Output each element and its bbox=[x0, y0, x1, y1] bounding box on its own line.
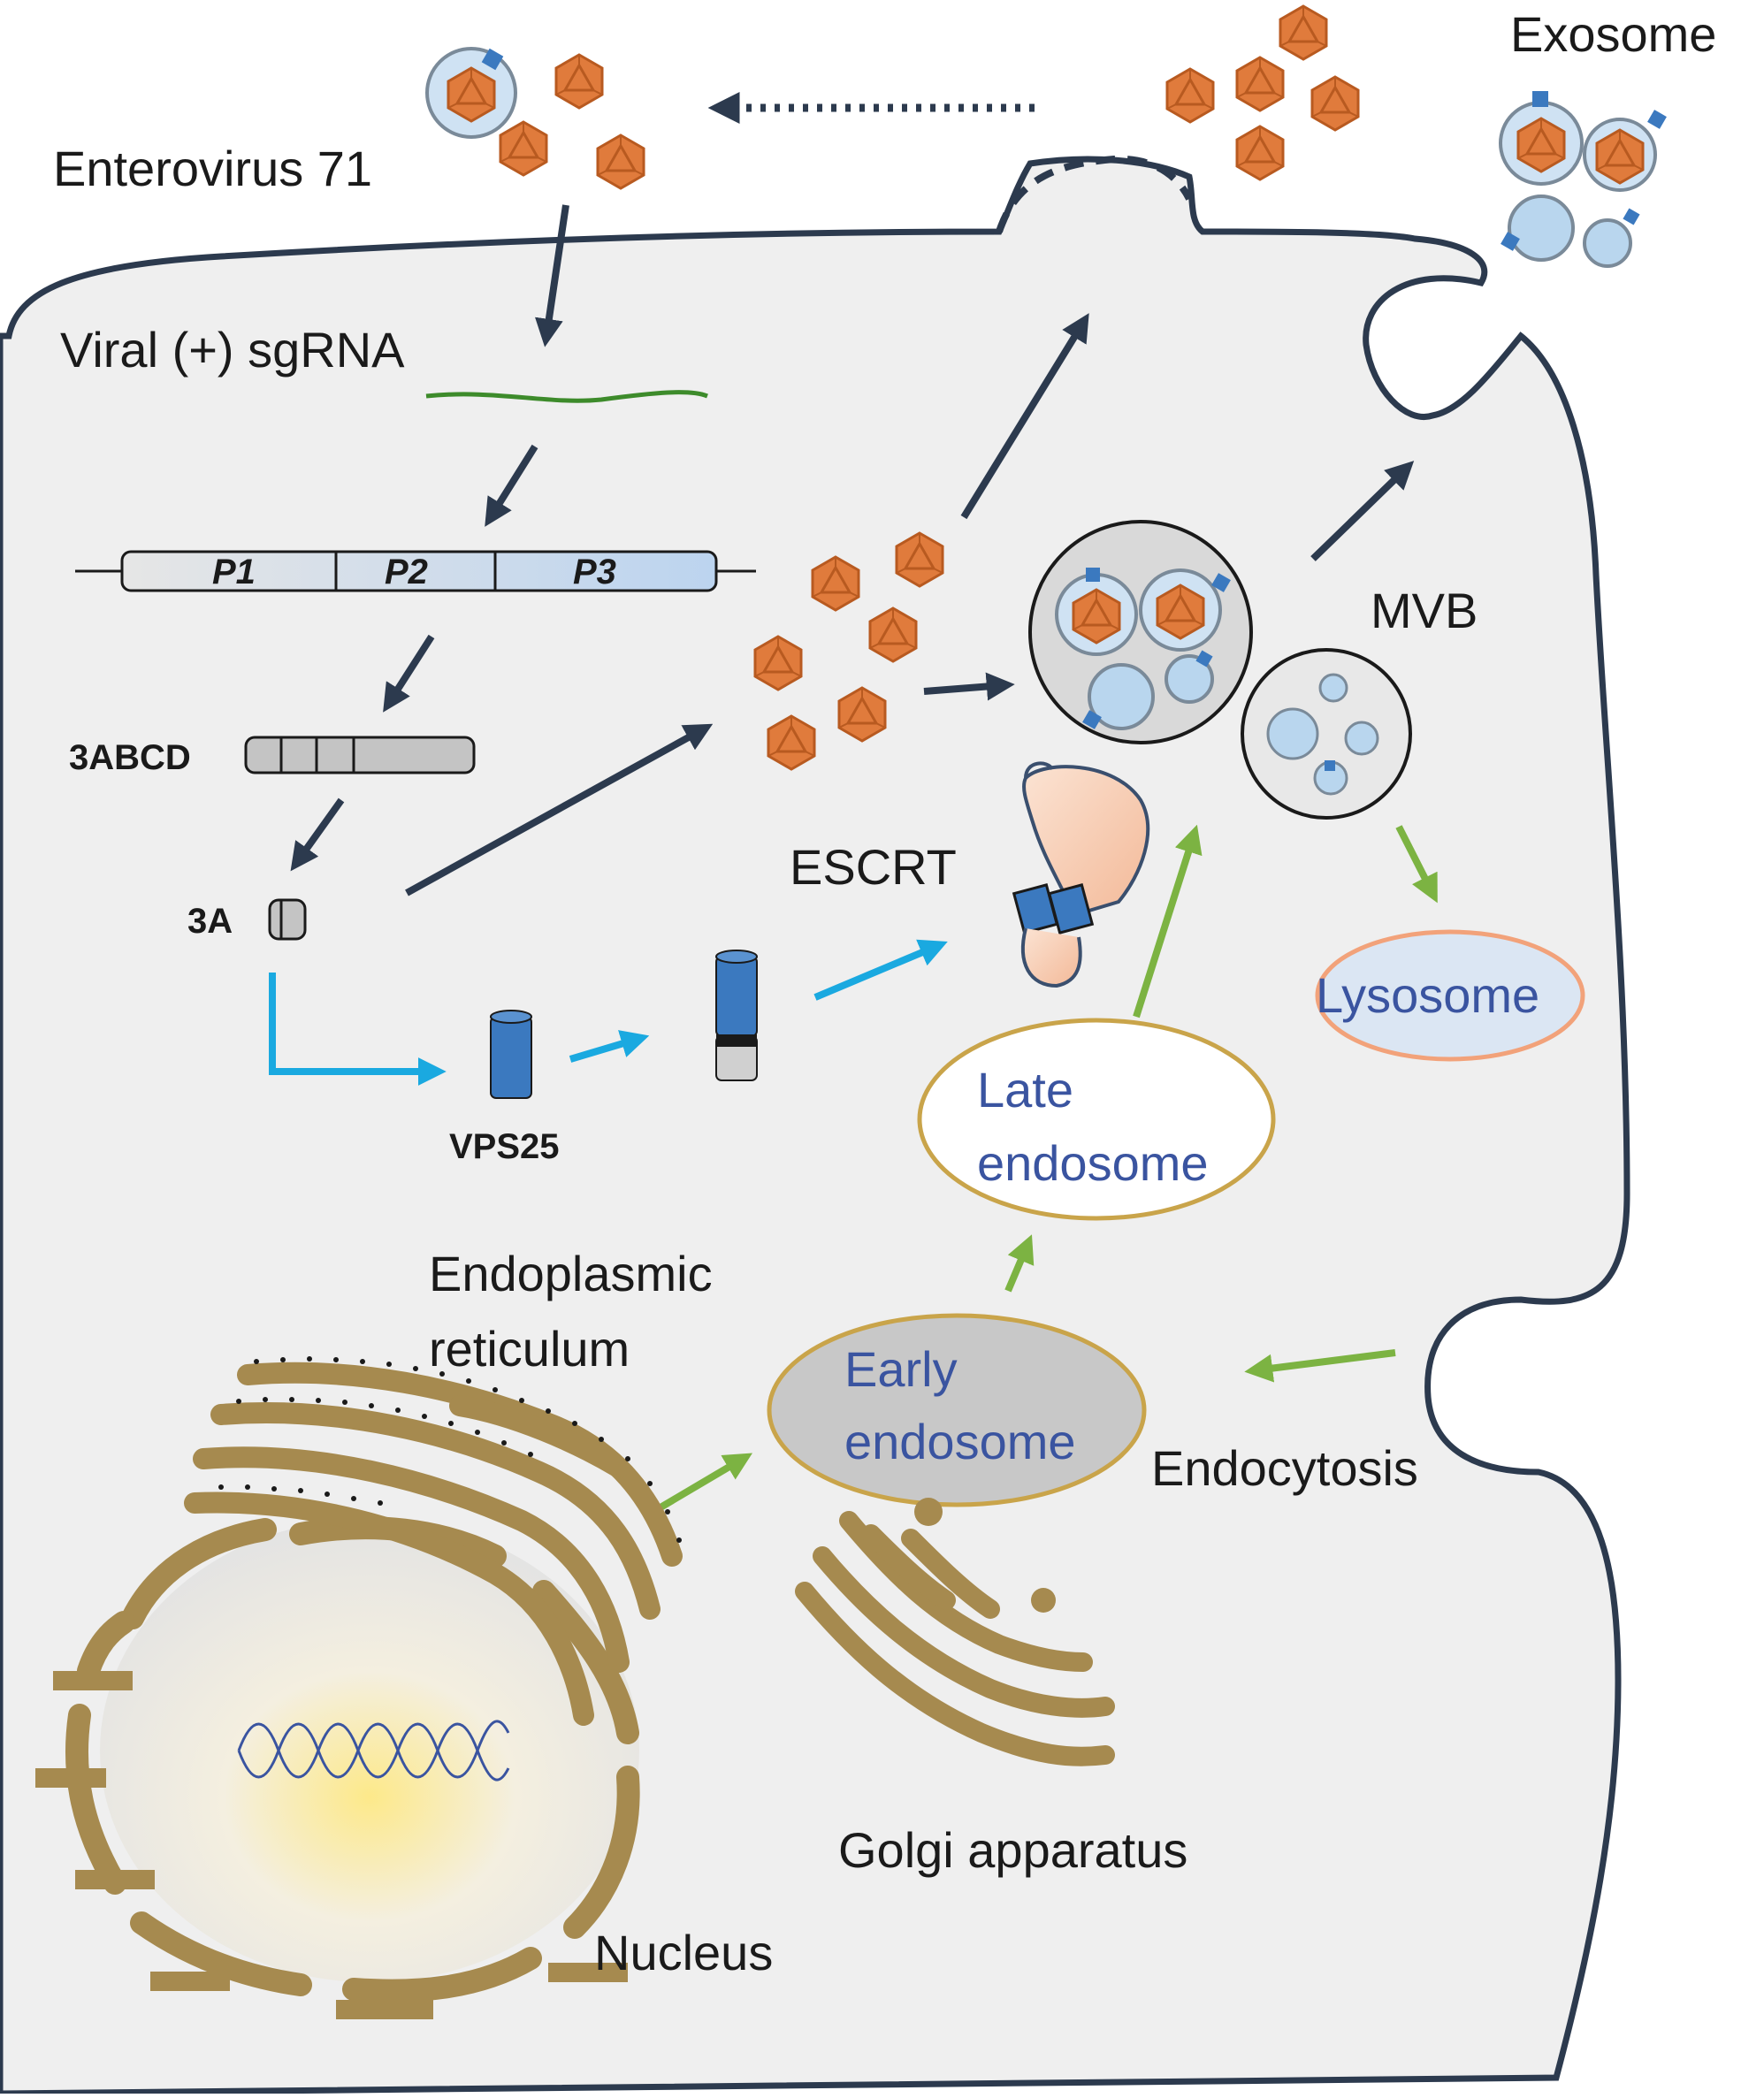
virion-icon bbox=[895, 531, 944, 588]
virion-icon bbox=[868, 607, 918, 663]
virion-icon bbox=[1310, 75, 1360, 132]
virion-icon bbox=[596, 134, 645, 190]
endoplasmic-reticulum bbox=[184, 1362, 683, 1726]
viral-rna-label: Viral (+) sgRNA bbox=[60, 322, 405, 378]
virion-icon bbox=[1165, 67, 1215, 124]
exocytosis-arrow bbox=[1310, 461, 1415, 561]
escrt-label: ESCRT bbox=[790, 839, 957, 895]
escrt-complex bbox=[1012, 761, 1150, 988]
vps25-pathway-arrow bbox=[269, 973, 447, 1086]
late-endosome-label-1: Late bbox=[977, 1062, 1073, 1118]
exosome-icon bbox=[1499, 91, 1667, 268]
er-label-1: Endoplasmic bbox=[429, 1246, 713, 1301]
er-to-early-arrow bbox=[653, 1453, 753, 1514]
p3-label: P3 bbox=[573, 553, 616, 591]
3abcd-bar bbox=[244, 736, 476, 774]
assembly-arrow bbox=[405, 723, 714, 896]
entry-arrow bbox=[534, 204, 569, 347]
virion-icon bbox=[753, 635, 803, 691]
exit-arrow bbox=[960, 313, 1089, 520]
early-endosome-label-1: Early bbox=[844, 1341, 958, 1397]
3a-cylinder bbox=[268, 898, 307, 941]
golgi-label: Golgi apparatus bbox=[838, 1822, 1187, 1878]
cleavage-arrow bbox=[383, 634, 435, 713]
polyprotein-bar: P1 P2 P3 bbox=[75, 550, 756, 592]
mvb-to-lysosome-arrow bbox=[1395, 825, 1438, 904]
virion-icon bbox=[1235, 56, 1285, 112]
enterovirus-label: Enterovirus 71 bbox=[53, 141, 372, 196]
vps25-cylinder bbox=[490, 1010, 532, 1099]
virion-icon bbox=[837, 686, 887, 743]
er-label-2: reticulum bbox=[429, 1321, 630, 1377]
mvb-large bbox=[1028, 520, 1253, 744]
p1-label: P1 bbox=[212, 553, 256, 591]
virion-icon bbox=[554, 53, 604, 110]
translation-arrow bbox=[485, 444, 538, 527]
viral-rna-strand bbox=[425, 390, 708, 403]
golgi-apparatus bbox=[795, 1511, 1115, 1766]
late-endosome-label-2: endosome bbox=[977, 1135, 1209, 1191]
mvb-entry-arrow bbox=[923, 672, 1015, 701]
nucleus-label: Nucleus bbox=[594, 1925, 773, 1980]
vps25-complex-cylinder bbox=[715, 950, 758, 1081]
endocytosis-arrow bbox=[1244, 1349, 1396, 1383]
3abcd-label: 3ABCD bbox=[69, 738, 191, 777]
lysosome bbox=[1315, 929, 1585, 1062]
late-to-mvb-arrow bbox=[1133, 824, 1203, 1018]
early-endosome-label-2: endosome bbox=[844, 1414, 1076, 1469]
ribosomes bbox=[218, 1356, 682, 1543]
lysosome-label: Lysosome bbox=[1316, 967, 1539, 1023]
dna-icon bbox=[237, 1720, 510, 1781]
vps25-label: VPS25 bbox=[449, 1127, 560, 1166]
golgi-vesicle bbox=[914, 1498, 943, 1526]
enterovirus-vesicle-icon bbox=[425, 47, 517, 139]
exosome-label: Exosome bbox=[1510, 6, 1716, 62]
p2-label: P2 bbox=[385, 553, 428, 591]
virion-icon bbox=[1279, 4, 1328, 61]
virion-icon bbox=[1235, 125, 1285, 181]
early-endosome bbox=[767, 1313, 1147, 1507]
mvb-label: MVB bbox=[1371, 583, 1478, 638]
early-to-late-arrow bbox=[1004, 1234, 1035, 1293]
virion-icon bbox=[767, 714, 816, 771]
mvb-small bbox=[1241, 648, 1412, 820]
vps25-activation-arrow bbox=[569, 1030, 650, 1063]
virion-icon bbox=[499, 120, 548, 177]
processing-arrow bbox=[290, 797, 345, 872]
endocytosis-label: Endocytosis bbox=[1151, 1440, 1418, 1496]
3a-label: 3A bbox=[187, 902, 233, 941]
budding-site bbox=[996, 155, 1193, 233]
virion-icon bbox=[811, 555, 860, 612]
escrt-recruitment-arrow bbox=[813, 939, 948, 1001]
late-endosome bbox=[917, 1018, 1276, 1221]
golgi-vesicle bbox=[1031, 1588, 1056, 1613]
